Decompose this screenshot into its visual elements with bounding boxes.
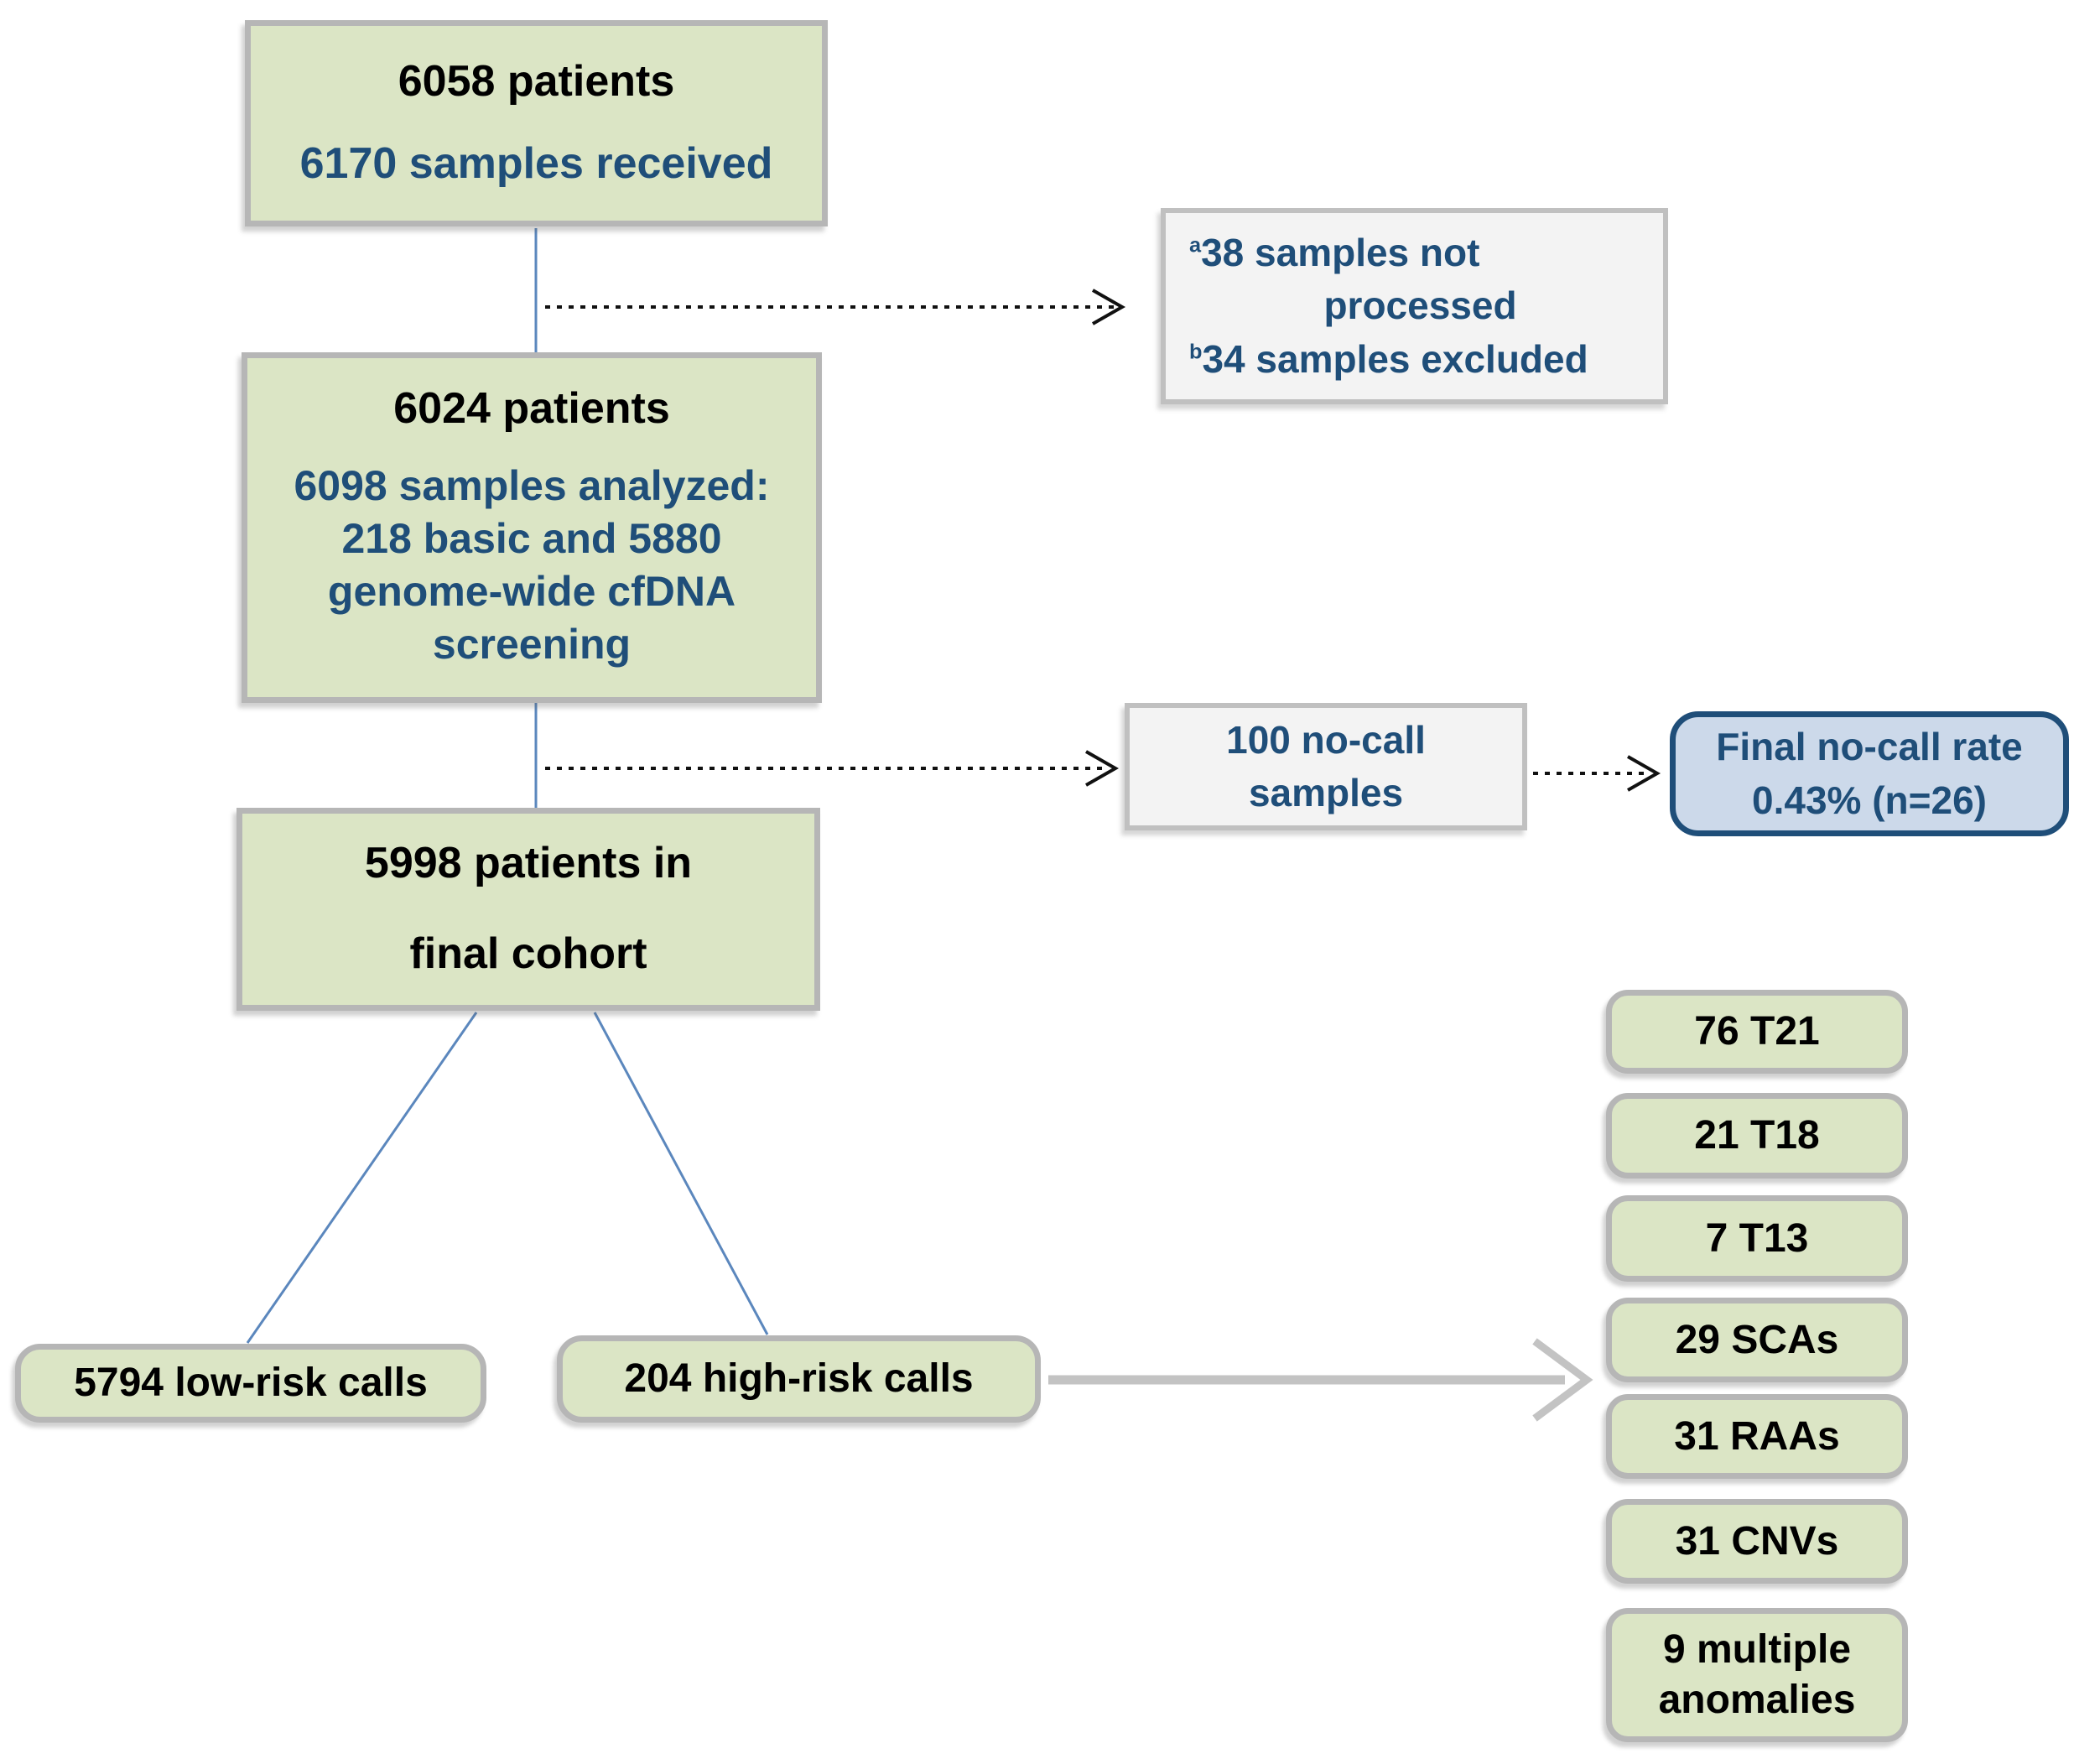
- final-rate-label: Final no-call rate: [1716, 725, 2023, 769]
- outcome-box-cnvs: 31 CNVs: [1606, 1499, 1908, 1584]
- connector-final-to-lowrisk: [246, 1012, 478, 1344]
- no-call-line1: 100 no-call: [1226, 717, 1426, 762]
- received-samples-count: 6170 samples received: [299, 139, 773, 188]
- node-excluded-samples: a38 samples not processed b34 samples ex…: [1161, 208, 1668, 404]
- outcome-box-scas: 29 SCAs: [1606, 1298, 1908, 1382]
- node-received-cohort: 6058 patients 6170 samples received: [245, 20, 828, 226]
- low-risk-label: 5794 low-risk calls: [74, 1361, 428, 1405]
- connector-final-to-highrisk: [593, 1012, 769, 1335]
- outcome-box-t13: 7 T13: [1606, 1195, 1908, 1282]
- outcome-label: 76 T21: [1694, 1009, 1820, 1054]
- outcome-box-t18: 21 T18: [1606, 1093, 1908, 1179]
- final-cohort-line1: 5998 patients in: [364, 839, 693, 888]
- no-call-line2: samples: [1248, 771, 1404, 814]
- outcome-label: 7 T13: [1705, 1215, 1809, 1261]
- node-final-cohort: 5998 patients in final cohort: [237, 808, 820, 1011]
- high-risk-label: 204 high-risk calls: [624, 1356, 974, 1401]
- node-low-risk-calls: 5794 low-risk calls: [15, 1344, 486, 1423]
- outcome-box-t21: 76 T21: [1606, 990, 1908, 1074]
- dashed-arrow-no-call: [545, 750, 1120, 787]
- outcome-label: 21 T18: [1694, 1113, 1820, 1158]
- outcome-box-raas: 31 RAAs: [1606, 1394, 1908, 1479]
- outcome-label: 31 CNVs: [1675, 1518, 1839, 1564]
- excluded-line-excluded: b34 samples excluded: [1189, 336, 1588, 381]
- outcome-label: 9 multiple anomalies: [1658, 1627, 1856, 1722]
- node-no-call-samples: 100 no-call samples: [1125, 703, 1527, 830]
- outcome-label: 31 RAAs: [1674, 1413, 1840, 1459]
- final-cohort-line2: final cohort: [409, 929, 647, 978]
- received-patients-count: 6058 patients: [398, 57, 675, 107]
- excluded-line-not-processed: a38 samples not: [1189, 230, 1480, 274]
- analyzed-patients-count: 6024 patients: [393, 384, 670, 434]
- analyzed-samples-detail: 6098 samples analyzed: 218 basic and 588…: [294, 461, 770, 668]
- node-analyzed-cohort: 6024 patients 6098 samples analyzed: 218…: [242, 352, 822, 703]
- gray-arrow-highrisk-to-outcomes: [1048, 1338, 1593, 1422]
- node-high-risk-calls: 204 high-risk calls: [557, 1335, 1041, 1423]
- dashed-arrow-excluded: [545, 289, 1126, 325]
- node-final-no-call-rate: Final no-call rate 0.43% (n=26): [1670, 711, 2069, 836]
- outcome-box-multiple-anomalies: 9 multiple anomalies: [1606, 1608, 1908, 1742]
- excluded-line-processed: processed: [1323, 284, 1517, 328]
- final-rate-value: 0.43% (n=26): [1752, 778, 1987, 822]
- dashed-arrow-final-rate: [1533, 755, 1661, 792]
- outcome-label: 29 SCAs: [1675, 1317, 1839, 1362]
